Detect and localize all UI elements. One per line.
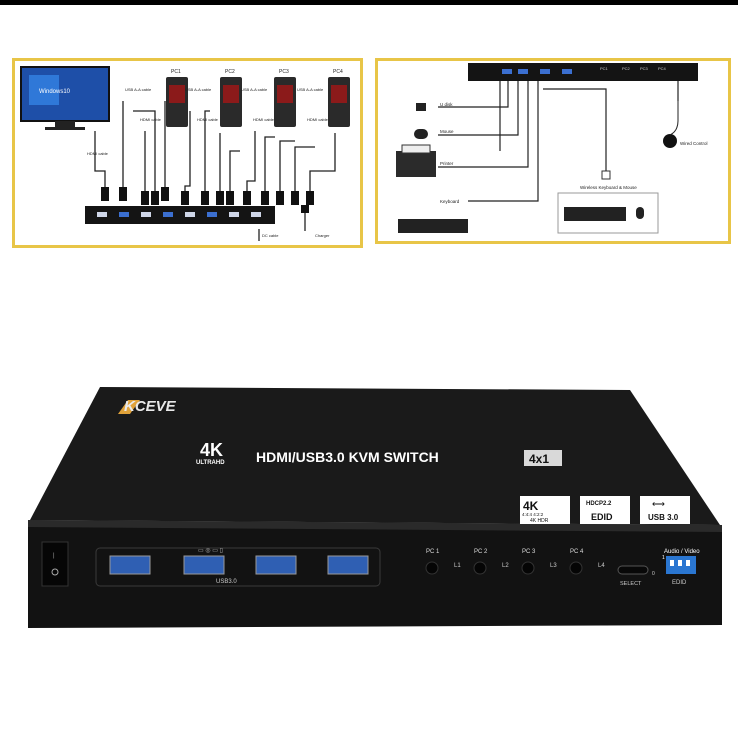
wiring-diagram-pcs: Windows10 PC1 PC2 PC3 PC4 USB A-A cable …	[12, 58, 363, 248]
svg-text:USB A-A cable: USB A-A cable	[125, 87, 152, 92]
kvm-box-rear-icon	[85, 206, 275, 224]
svg-text:USB A-A cable: USB A-A cable	[185, 87, 212, 92]
svg-text:KCEVE: KCEVE	[124, 398, 177, 415]
svg-text:PC3: PC3	[640, 66, 649, 71]
usb-port-3[interactable]	[255, 555, 297, 575]
printer-icon	[396, 151, 436, 177]
svg-text:Audio / Video: Audio / Video	[664, 549, 700, 555]
brand-logo: KCEVE	[118, 398, 177, 415]
svg-text:USB 3.0: USB 3.0	[648, 513, 679, 522]
svg-text:HDMI cable: HDMI cable	[140, 117, 162, 122]
power-switch[interactable]	[41, 541, 69, 587]
monitor-icon: Windows10	[20, 66, 110, 130]
u-disk-icon	[416, 103, 426, 111]
pc2-label: PC2	[225, 69, 235, 75]
usb-port-2[interactable]	[183, 555, 225, 575]
led-l1: L1	[454, 563, 461, 569]
keyboard-icon	[398, 219, 468, 233]
wired-control-icon	[663, 134, 677, 148]
svg-text:HDCP2.2: HDCP2.2	[586, 501, 612, 507]
usb-label: USB3.0	[216, 579, 237, 585]
svg-text:⟷: ⟷	[652, 499, 665, 509]
charger-icon	[301, 205, 309, 213]
pc1-button[interactable]	[425, 561, 439, 575]
wireless-keyboard-icon	[564, 207, 626, 221]
connector-plugs	[101, 187, 314, 205]
svg-text:PC1: PC1	[600, 66, 609, 71]
top-border	[0, 0, 738, 5]
select-button[interactable]	[617, 565, 649, 575]
spec-logo-hdcp: HDCP2.2 EDID	[580, 496, 630, 524]
pc2-button[interactable]	[473, 561, 487, 575]
wireless-dongle-icon	[601, 170, 611, 180]
peripheral-wiring-svg: PC1 PC2 PC3 PC4 U disk Mouse Printer Key…	[396, 63, 708, 234]
svg-text:Charger: Charger	[315, 233, 330, 238]
svg-text:EDID: EDID	[672, 580, 687, 586]
svg-text:4:4:4 4:2:2: 4:4:4 4:2:2	[522, 512, 544, 517]
badge-ultrahd: ULTRAHD	[196, 460, 225, 466]
led-l2: L2	[502, 563, 509, 569]
svg-text:HDMI cable: HDMI cable	[197, 117, 219, 122]
svg-text:DC cable: DC cable	[262, 233, 279, 238]
kvm-device-svg: KCEVE 4K ULTRAHD HDMI/USB3.0 KVM SWITCH …	[28, 387, 722, 628]
badge-4k: 4K	[200, 440, 223, 460]
svg-text:Wireless Keyboard & Mouse: Wireless Keyboard & Mouse	[580, 185, 637, 190]
svg-text:Windows10: Windows10	[39, 89, 71, 95]
pc3-button[interactable]	[521, 561, 535, 575]
spec-logo-4k: 4K 4:4:4 4:2:2 4K HDR	[520, 496, 570, 524]
svg-text:PC 2: PC 2	[474, 549, 488, 555]
svg-text:USB A-A cable: USB A-A cable	[297, 87, 324, 92]
pc-select-buttons: PC 1 PC 2 PC 3 PC 4 L1 L2 L3 L4	[425, 549, 605, 575]
svg-text:PC4: PC4	[658, 66, 667, 71]
svg-text:4K: 4K	[523, 499, 539, 513]
model-badge	[524, 450, 562, 466]
svg-text:0: 0	[652, 571, 655, 577]
usb-port-4[interactable]	[327, 555, 369, 575]
svg-text:USB A-A cable: USB A-A cable	[241, 87, 268, 92]
svg-text:|: |	[53, 553, 55, 559]
svg-text:PC 1: PC 1	[426, 549, 440, 555]
svg-text:4K HDR: 4K HDR	[530, 518, 549, 524]
pc-wiring-svg: Windows10 PC1 PC2 PC3 PC4 USB A-A cable …	[20, 66, 350, 241]
spec-logo-usb: ⟷ USB 3.0	[640, 496, 690, 524]
usb-icons: ▭ ◎ ▭ ▯	[198, 548, 223, 554]
pc1-label: PC1	[171, 69, 181, 75]
svg-text:Keyboard: Keyboard	[440, 199, 460, 204]
svg-text:1: 1	[662, 555, 665, 561]
pc3-label: PC3	[279, 69, 289, 75]
kvm-switch-photo: KCEVE 4K ULTRAHD HDMI/USB3.0 KVM SWITCH …	[0, 370, 738, 736]
wireless-mouse-icon	[636, 207, 644, 219]
svg-text:Mouse: Mouse	[440, 129, 454, 134]
pc4-button[interactable]	[569, 561, 583, 575]
svg-text:Printer: Printer	[440, 161, 454, 166]
wiring-diagram-peripherals: PC1 PC2 PC3 PC4 U disk Mouse Printer Key…	[375, 58, 731, 244]
svg-text:HDMI cable: HDMI cable	[307, 117, 329, 122]
device-title: HDMI/USB3.0 KVM SWITCH	[256, 449, 439, 465]
svg-text:4x1: 4x1	[529, 452, 549, 466]
usb-port-group	[95, 547, 381, 587]
led-l3: L3	[550, 563, 557, 569]
svg-text:U disk: U disk	[440, 102, 453, 107]
usb-port-1[interactable]	[109, 555, 151, 575]
device-front-face	[28, 520, 722, 628]
pc4-label: PC4	[333, 69, 343, 75]
svg-text:SELECT: SELECT	[620, 581, 642, 587]
device-top-surface	[30, 387, 720, 525]
svg-text:HDMI cable: HDMI cable	[87, 151, 109, 156]
usb-ports	[109, 555, 369, 575]
svg-text:HDMI cable: HDMI cable	[253, 117, 275, 122]
svg-text:PC2: PC2	[622, 66, 631, 71]
kvm-box-front-icon	[468, 63, 698, 81]
svg-text:PC 4: PC 4	[570, 549, 584, 555]
svg-text:EDID: EDID	[591, 512, 613, 522]
mouse-icon	[414, 129, 428, 139]
pc-tower-icons	[166, 77, 350, 127]
svg-text:PC 3: PC 3	[522, 549, 536, 555]
svg-text:Wired Control: Wired Control	[680, 141, 708, 146]
led-l4: L4	[598, 563, 605, 569]
